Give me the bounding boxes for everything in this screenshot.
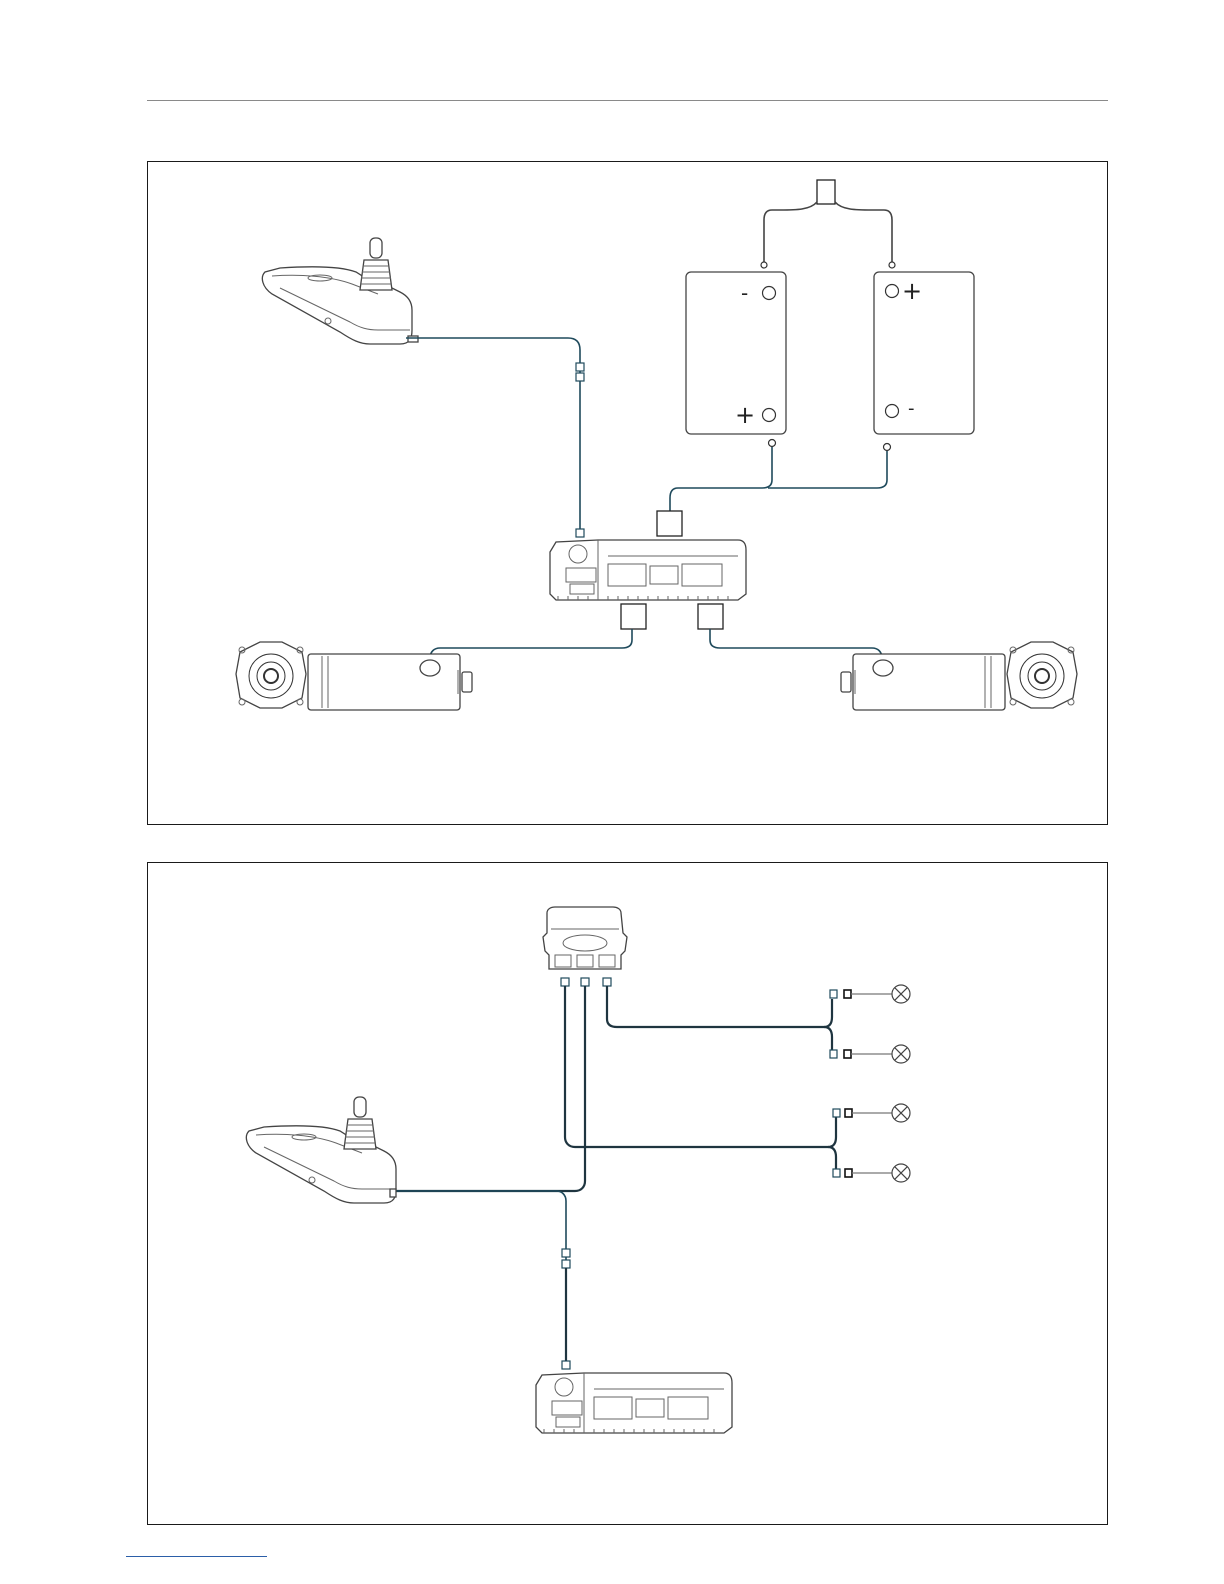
power-module-input-port: [562, 1361, 570, 1369]
cable-connector: [562, 1260, 570, 1268]
battery-left: - +: [686, 272, 786, 447]
wiring-diagram-lighting-system: [147, 862, 1108, 1525]
motor-right: [841, 642, 1077, 710]
footer-link-underline[interactable]: [126, 1556, 267, 1557]
battery-right: + -: [874, 272, 974, 451]
battery-left-top-symbol: -: [741, 281, 748, 305]
lamp-4: [833, 1164, 910, 1182]
cable-connector: [576, 363, 584, 371]
lamp-2: [830, 1045, 910, 1063]
lighting-module: [543, 907, 627, 969]
battery-right-bottom-symbol: -: [908, 398, 915, 419]
cable-connector: [576, 373, 584, 381]
joystick-controller: [262, 238, 418, 344]
battery-left-bottom-symbol: +: [735, 401, 755, 429]
cable-connector: [562, 1249, 570, 1257]
power-module: [550, 540, 746, 600]
header-rule: [147, 100, 1108, 101]
joystick-controller: [246, 1097, 396, 1203]
wiring-diagram-drive-system: - + + -: [147, 161, 1108, 825]
motor-left: [236, 642, 472, 710]
power-module-input-port: [576, 529, 584, 537]
lighting-wiring-svg: [148, 863, 1109, 1526]
battery-right-top-symbol: +: [902, 277, 922, 305]
drive-wiring-svg: - + + -: [148, 162, 1109, 826]
lamp-3: [833, 1104, 910, 1122]
motor-left-connector-box: [621, 604, 646, 629]
motor-right-connector-box: [698, 604, 723, 629]
fuse-box: [817, 180, 835, 204]
battery-connector-box: [657, 511, 682, 536]
power-module: [536, 1373, 732, 1433]
lamp-1: [830, 985, 910, 1003]
